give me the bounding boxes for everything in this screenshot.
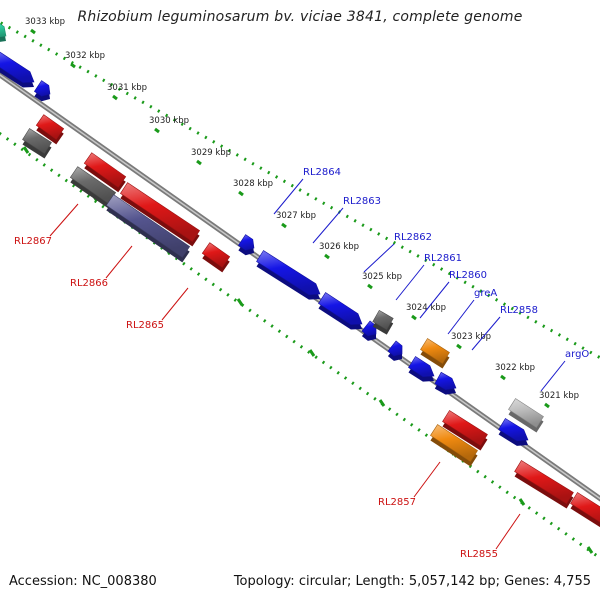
ruler-tick-label: 3026 kbp [319, 242, 359, 252]
gene-forward-RL2862 [318, 292, 363, 330]
gene-forward-RL2862b [361, 320, 377, 341]
ruler-tick-label: 3022 kbp [495, 363, 535, 373]
label-leader [540, 360, 566, 392]
gene-forward [0, 51, 35, 88]
gene-features [0, 23, 600, 528]
topology-value: circular [298, 574, 347, 589]
ruler-tick-upper [500, 374, 506, 381]
gene-orange-greA [420, 338, 450, 369]
label-leader [395, 264, 425, 301]
gene-reverse-RL2857 [442, 410, 488, 451]
ruler-tick-upper [154, 127, 160, 134]
gene-reverse-RL2865 [201, 242, 231, 273]
gene-label-forward: RL2858 [500, 305, 538, 316]
accession-label: Accession: [9, 574, 78, 589]
label-leader [363, 243, 395, 273]
genes-label: Genes: [504, 574, 550, 589]
ruler-tick-label: 3021 kbp [539, 391, 579, 401]
ruler-tick-upper [544, 402, 550, 409]
gene-label-reverse: RL2866 [70, 278, 108, 289]
ruler-tick-upper [112, 94, 118, 101]
gene-forward-RL2860 [387, 340, 403, 361]
gene-forward [434, 371, 457, 395]
ruler-tick-upper [456, 343, 462, 350]
ruler-tick-label: 3032 kbp [65, 51, 105, 61]
genes-value: 4,755 [553, 574, 591, 589]
gene-label-forward: RL2862 [394, 232, 432, 243]
gene-forward-RL2863 [256, 250, 321, 300]
label-leader [161, 287, 189, 321]
gene-forward [498, 418, 529, 446]
gene-reverse [570, 492, 600, 528]
ruler-tick-lower [22, 146, 30, 154]
label-leader [273, 178, 304, 215]
label-leader [49, 203, 79, 237]
accession-info: Accession: NC_008380 [9, 574, 157, 589]
ruler-tick-lower [586, 546, 594, 554]
gene-label-forward: argO [565, 349, 589, 360]
gene-reverse-RL2866 [119, 182, 201, 247]
length-label: Length: [355, 574, 405, 589]
gene-label-reverse: RL2867 [14, 236, 52, 247]
ruler-tick-label: 3029 kbp [191, 148, 231, 158]
gene-label-reverse: RL2857 [378, 497, 416, 508]
gene-forward [33, 80, 51, 102]
ruler-tick-label: 3027 kbp [276, 211, 316, 221]
gene-label-forward: RL2864 [303, 167, 341, 178]
gene-teal-top [0, 23, 7, 42]
ruler-tick-upper [411, 314, 417, 321]
label-leader [495, 513, 521, 550]
gene-orange-RL2857 [430, 424, 478, 467]
gene-label-forward: greA [474, 288, 497, 299]
label-leader [312, 207, 344, 244]
scale-ruler: 3033 kbp 3032 kbp 3031 kbp 3030 kbp 3029 kbp… [0, 17, 600, 560]
genome-title: Rhizobium leguminosarum bv. viciae 3841,… [77, 9, 523, 25]
topology-label: Topology: [233, 574, 295, 589]
gene-forward-RL2858 [408, 356, 435, 382]
ruler-tick-label: 3033 kbp [25, 17, 65, 27]
ruler-tick-upper [70, 62, 76, 69]
ruler-tick-upper [30, 28, 36, 35]
gene-reverse-RL2867 [83, 152, 127, 193]
gene-label-forward: RL2860 [449, 270, 487, 281]
ruler-tick-label: 3030 kbp [149, 116, 189, 126]
ruler-tick-lower [378, 399, 386, 407]
gene-lightgray-argO [508, 398, 544, 433]
ruler-tick-upper [324, 253, 330, 260]
ruler-tick-label: 3028 kbp [233, 179, 273, 189]
label-leader [413, 461, 441, 498]
ruler-line-upper [0, 20, 600, 360]
gene-gray [22, 128, 52, 159]
ruler-tick-label: 3024 kbp [406, 303, 446, 313]
ruler-tick-upper [196, 159, 202, 166]
ruler-tick-lower [308, 349, 316, 357]
gene-forward-RL2864 [237, 234, 255, 256]
label-leader [419, 281, 450, 319]
ruler-tick-upper [281, 222, 287, 229]
label-leader [471, 316, 501, 351]
accession-value: NC_008380 [81, 574, 157, 589]
gene-label-forward: RL2861 [424, 253, 462, 264]
gene-gray-RL2861 [372, 309, 394, 335]
gene-reverse-RL2855 [514, 460, 574, 509]
gene-label-forward: RL2863 [343, 196, 381, 207]
label-leader [105, 245, 133, 279]
gene-reverse [35, 114, 65, 145]
length-value: 5,057,142 bp [408, 574, 496, 589]
ruler-tick-upper [238, 190, 244, 197]
ruler-tick-lower [236, 298, 244, 306]
ruler-line-lower [0, 131, 600, 560]
gene-label-reverse: RL2865 [126, 320, 164, 331]
ruler-tick-label: 3023 kbp [451, 332, 491, 342]
genome-summary: Topology: circular; Length: 5,057,142 bp… [233, 574, 591, 589]
ruler-tick-upper [367, 283, 373, 290]
ruler-tick-label: 3031 kbp [107, 83, 147, 93]
ruler-tick-label: 3025 kbp [362, 272, 402, 282]
ruler-tick-lower [518, 498, 526, 506]
label-leader [447, 299, 475, 335]
gene-label-reverse: RL2855 [460, 549, 498, 560]
gene-pseudo-RL2866 [105, 194, 191, 263]
